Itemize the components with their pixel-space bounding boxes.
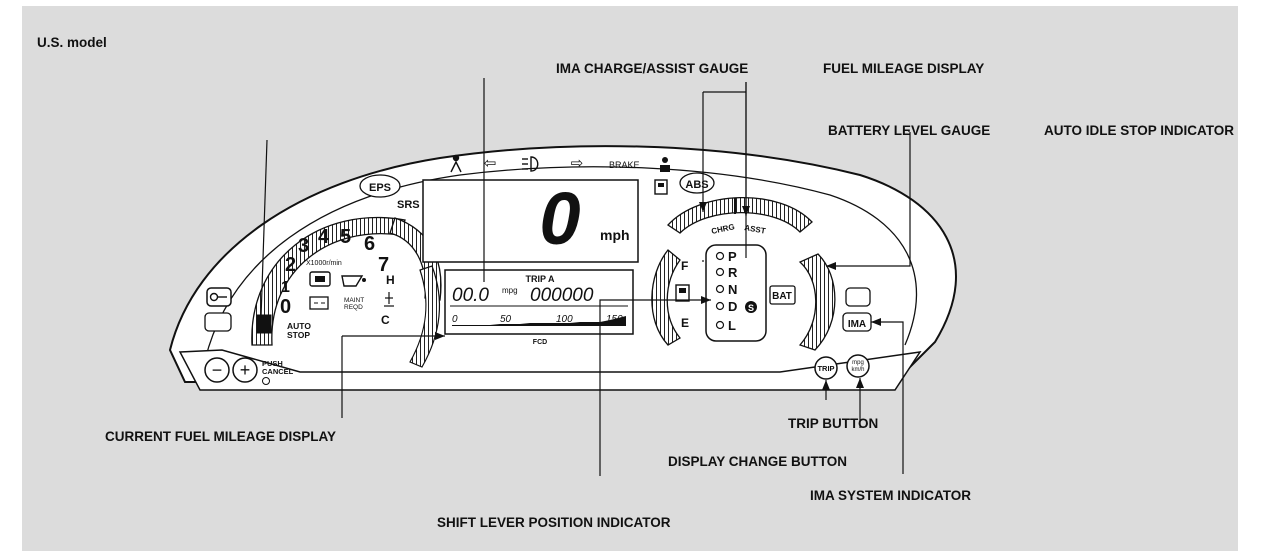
tachometer-arc: [251, 216, 406, 346]
charging-system-icon: [309, 296, 329, 310]
gear-n: N: [728, 282, 737, 297]
callout-ima-charge-assist-gauge: IMA CHARGE/ASSIST GAUGE: [556, 61, 748, 76]
tach-number-7: 7: [378, 254, 389, 276]
callout-shift-lever-position-indicator: SHIFT LEVER POSITION INDICATOR: [437, 515, 671, 530]
display-change-line-1[interactable]: mpg: [852, 360, 864, 366]
turn-signal-left-icon: ⇦: [484, 155, 497, 172]
eps-lamp: EPS: [369, 182, 391, 194]
fuel-gauge-arc: [651, 249, 681, 346]
low-fuel-icon: [654, 179, 668, 195]
cancel-indicator-icon: [262, 377, 270, 385]
odometer-value: 000000: [530, 285, 594, 306]
fuel-f-label: F: [681, 259, 688, 273]
tach-number-4: 4: [318, 226, 330, 248]
cruise-minus-button[interactable]: −: [212, 360, 223, 380]
abs-lamp: ABS: [685, 179, 708, 191]
callout-fuel-mileage-display: FUEL MILEAGE DISPLAY: [823, 61, 984, 76]
callout-battery-level-gauge: BATTERY LEVEL GAUGE: [828, 123, 990, 138]
coolant-temp-icon: [384, 292, 394, 307]
cruise-minus-button-outline: [204, 357, 230, 383]
tach-number-0: 0: [280, 296, 291, 318]
scale-label-50: 50: [500, 314, 512, 325]
battery-lamp: BAT: [772, 291, 792, 302]
callout-auto-idle-stop-indicator: AUTO IDLE STOP INDICATOR: [1044, 123, 1234, 138]
model-label: U.S. model: [37, 35, 107, 50]
d3-symbol: S: [748, 303, 754, 313]
headlight-high-beam-icon: [522, 156, 539, 172]
speed-unit: mph: [600, 227, 630, 243]
scale-label-150: 150: [606, 314, 623, 325]
ima-lamp: IMA: [848, 319, 866, 330]
fuel-mileage-value: 00.0: [452, 285, 489, 306]
blank-indicator-right: [845, 287, 871, 307]
seat-icon: [660, 157, 670, 172]
gear-d: D: [728, 299, 737, 314]
callout-display-change-button: DISPLAY CHANGE BUTTON: [668, 454, 847, 469]
gear-l: L: [728, 318, 736, 333]
brake-lamp: BRAKE: [609, 160, 640, 170]
battery-level-arc: [798, 253, 836, 351]
tach-unit: X1000r/min: [306, 260, 342, 267]
maint-reqd-line-2: REQD: [344, 304, 363, 311]
current-mileage-bar: [452, 316, 626, 326]
speed-readout: 0: [539, 177, 580, 260]
fuel-e-label: E: [681, 316, 689, 330]
oil-pressure-icon: [341, 275, 366, 287]
scale-label-100: 100: [556, 314, 573, 325]
ima-asst-label: ASST: [744, 223, 767, 236]
auto-stop-line-1: AUTO: [287, 321, 311, 331]
gear-r: R: [728, 265, 738, 280]
speedometer-window: [422, 179, 639, 263]
callout-current-fuel-mileage-display: CURRENT FUEL MILEAGE DISPLAY: [105, 429, 336, 444]
check-engine-icon: [309, 271, 331, 287]
display-change-line-2[interactable]: km/h: [851, 367, 864, 373]
auto-stop-line-2: STOP: [287, 330, 310, 340]
trip-button[interactable]: TRIP: [817, 364, 834, 373]
tach-number-3: 3: [298, 235, 309, 257]
tach-numbers: 0 1 2 3 4 5 6 7: [280, 226, 389, 318]
callout-leader-lines: [260, 78, 911, 476]
callout-ima-system-indicator: IMA SYSTEM INDICATOR: [810, 488, 971, 503]
tach-number-6: 6: [364, 233, 375, 255]
cruise-plus-button-outline: [232, 357, 258, 383]
d3-indicator-icon: [745, 301, 757, 313]
temp-h-label: H: [386, 273, 395, 287]
callout-arrowheads: [435, 202, 881, 390]
maint-reqd-line-1: MAINT: [344, 297, 364, 304]
tach-number-5: 5: [340, 226, 351, 248]
fuel-mileage-unit: mpg: [502, 286, 518, 295]
temperature-gauge-arc: [409, 265, 440, 368]
seatbelt-reminder-icon: [450, 154, 462, 173]
cluster-inner-outline: [204, 166, 918, 361]
turn-signal-right-icon: ⇨: [571, 155, 584, 172]
cruise-plus-button[interactable]: +: [240, 360, 251, 380]
srs-lamp: SRS: [397, 199, 420, 211]
abs-lamp-outline: [679, 172, 715, 194]
gear-p: P: [728, 249, 737, 264]
fuel-pump-icon: [675, 284, 690, 302]
trip-a-label: TRIP A: [525, 274, 555, 284]
gear-indicator-dots: [715, 251, 725, 330]
push-cancel-line-2: CANCEL: [262, 367, 294, 376]
battery-lamp-outline: [769, 285, 796, 305]
immobilizer-key-icon: [206, 287, 232, 307]
eps-lamp-outline: [359, 174, 401, 198]
fcd-label: FCD: [533, 339, 547, 346]
callout-trip-button: TRIP BUTTON: [788, 416, 878, 431]
tach-number-2: 2: [285, 254, 296, 276]
trip-button-outline: [814, 356, 838, 380]
temp-c-label: C: [381, 313, 390, 327]
blank-indicator-left: [204, 312, 232, 332]
push-cancel-line-1: PUSH: [262, 359, 283, 368]
display-change-button-outline: [846, 354, 870, 378]
scale-label-0: 0: [452, 314, 458, 325]
tach-number-1: 1: [281, 279, 290, 296]
auto-stop-lamp: [256, 314, 272, 334]
